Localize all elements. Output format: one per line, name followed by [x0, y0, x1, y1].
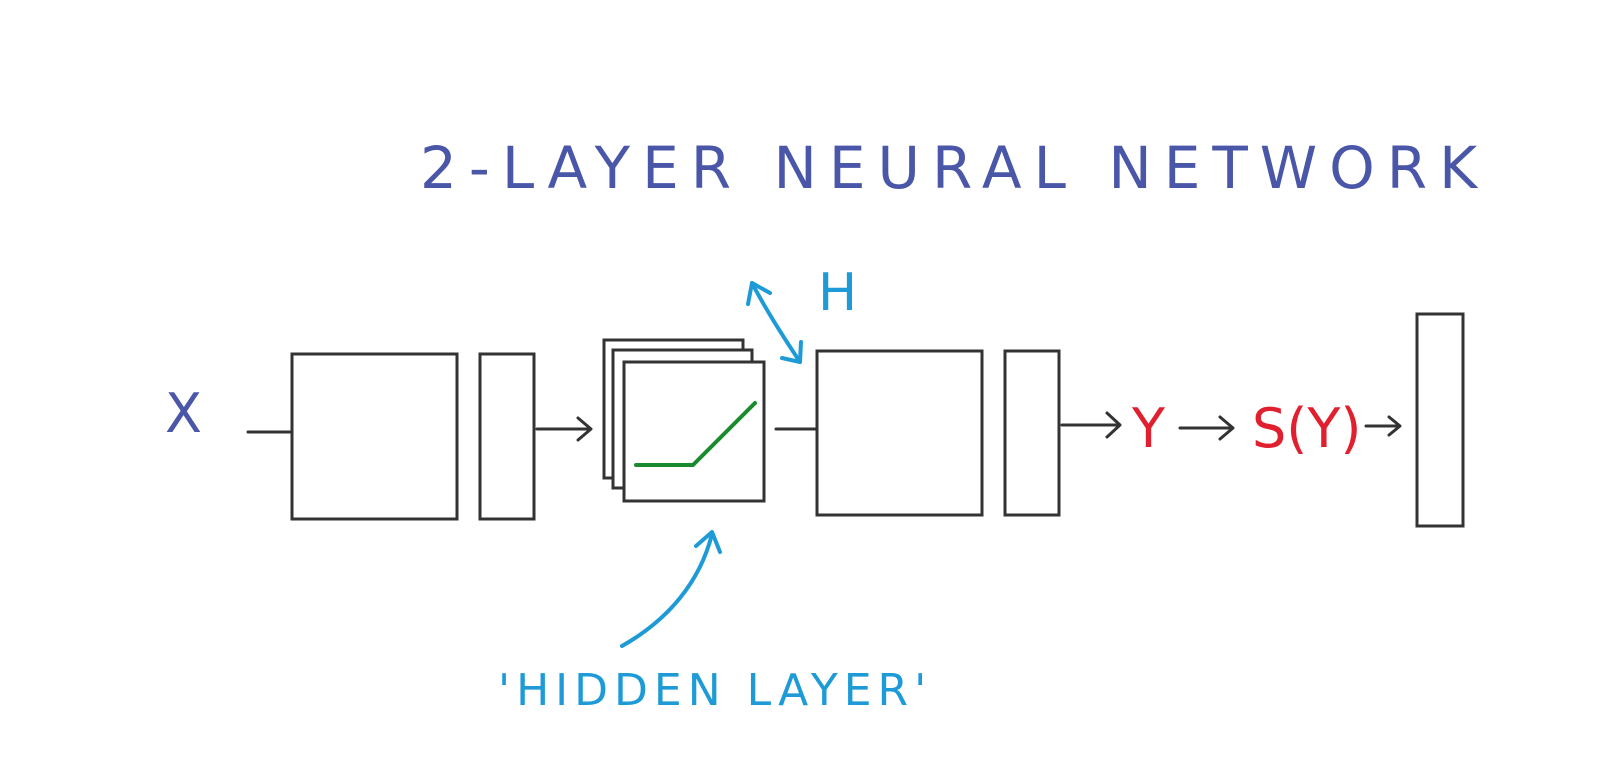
relu-unit-front — [622, 360, 766, 503]
arrow-to-logits — [1060, 411, 1122, 439]
relu-stack — [602, 338, 766, 503]
logits-label: Y — [1131, 397, 1166, 460]
diagram-title: 2-LAYER NEURAL NETWORK — [420, 134, 1489, 202]
linear-layer-1-weights — [290, 352, 459, 521]
input-label: X — [165, 382, 202, 445]
arrow-to-relu — [535, 416, 593, 442]
hidden-size-arrow — [746, 281, 803, 364]
hidden-size-label: H — [818, 263, 857, 323]
output-vector — [1415, 312, 1465, 528]
linear-layer-1-bias — [478, 352, 536, 521]
linear-layer-2-weights — [815, 349, 984, 517]
arrow-to-softmax — [1178, 415, 1235, 441]
hidden-layer-label: 'HIDDEN LAYER' — [498, 665, 932, 716]
softmax-label: S(Y) — [1252, 397, 1361, 460]
relu-curve — [634, 401, 757, 467]
linear-layer-2-bias — [1003, 349, 1061, 517]
hidden-layer-pointer-arrow — [620, 530, 722, 648]
arrow-to-output — [1364, 415, 1402, 437]
